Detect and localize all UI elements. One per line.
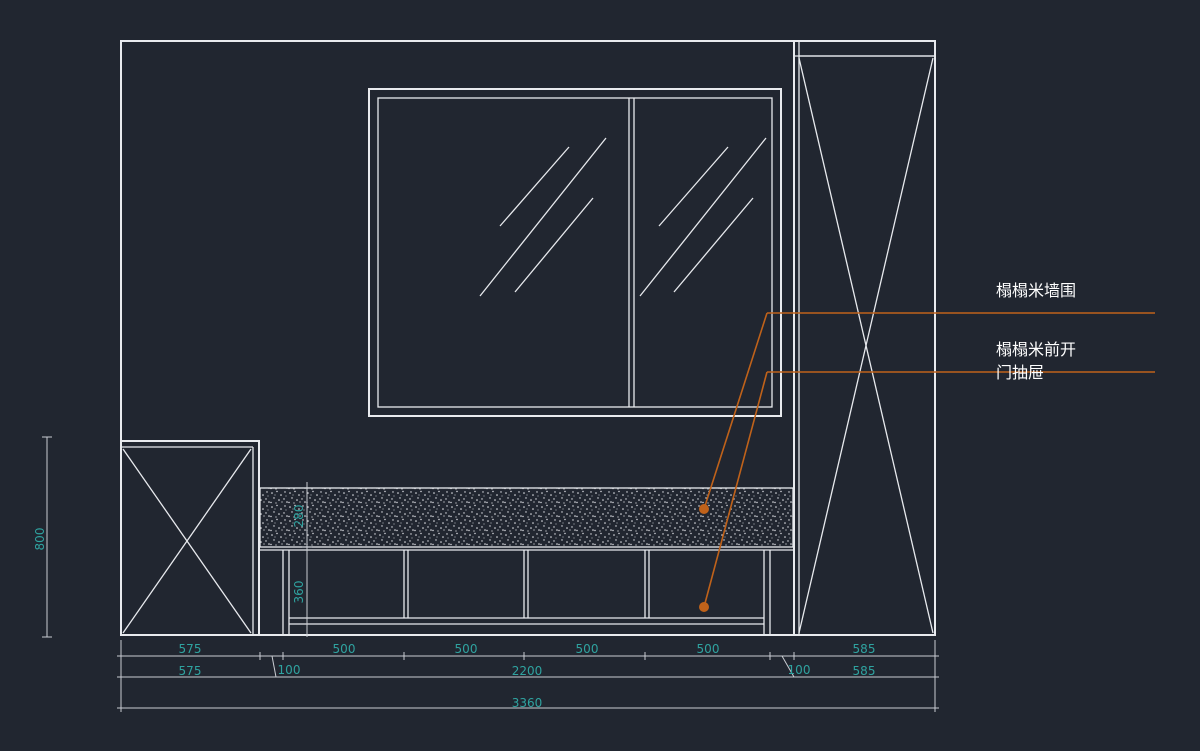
right-tall-cabinet xyxy=(793,40,936,636)
leader-wall-panel xyxy=(699,312,1155,514)
window xyxy=(368,88,782,417)
dim-height-360: 360 xyxy=(292,581,306,604)
dim-total-3360: 3360 xyxy=(512,696,543,710)
dim-row1-500-b: 500 xyxy=(455,642,478,656)
dim-row2-575: 575 xyxy=(179,664,202,678)
front-drawer-label-line2: 门抽屉 xyxy=(996,363,1045,382)
dim-row1-575: 575 xyxy=(179,642,202,656)
tatami-platform xyxy=(259,487,794,635)
horizontal-dimension-lines xyxy=(117,640,939,712)
left-cabinet xyxy=(120,440,260,636)
dim-height-800: 800 xyxy=(33,528,47,551)
dim-row2-100-right: 100 xyxy=(788,663,811,677)
dim-row1-500-d: 500 xyxy=(697,642,720,656)
dim-row1-585: 585 xyxy=(853,642,876,656)
front-drawer-label-line1: 榻榻米前开 xyxy=(996,340,1077,359)
leader-front-drawer xyxy=(699,371,1155,612)
dim-row2-585: 585 xyxy=(853,664,876,678)
dim-height-280: 280 xyxy=(292,505,306,528)
dim-row1-500-a: 500 xyxy=(333,642,356,656)
dim-row2-2200: 2200 xyxy=(512,664,543,678)
dim-row2-100-left: 100 xyxy=(278,663,301,677)
vertical-dimensions xyxy=(42,436,312,638)
wall-panel-label: 榻榻米墙围 xyxy=(996,281,1077,300)
dim-row1-500-c: 500 xyxy=(576,642,599,656)
